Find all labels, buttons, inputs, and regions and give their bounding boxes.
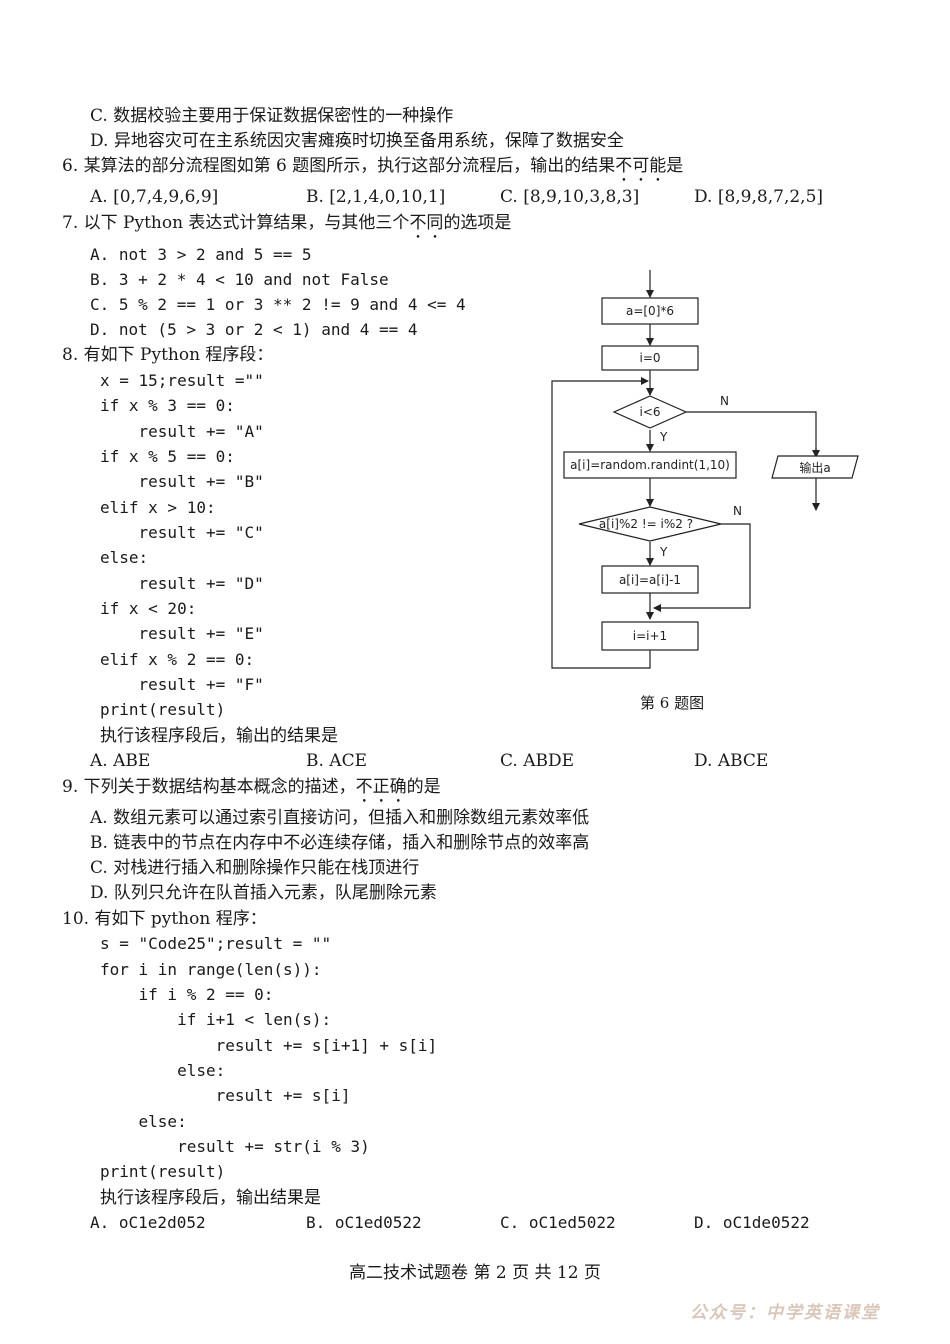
q10-code-line: s = "Code25";result = "" bbox=[100, 934, 332, 953]
q6-option-c: C. [8,9,10,3,8,3] bbox=[500, 187, 640, 207]
q6-stem: 6. 某算法的部分流程图如第 6 题图所示，执行这部分流程后，输出的结果不可能是 bbox=[62, 156, 684, 176]
q8-code-line: result += "F" bbox=[100, 675, 264, 694]
flow-rand-label: a[i]=random.randint(1,10) bbox=[570, 458, 730, 472]
flow-output-box bbox=[771, 455, 859, 479]
watermark: 公众号：中学英语课堂 bbox=[690, 1303, 880, 1323]
flow-i0-box bbox=[601, 345, 699, 371]
q6-option-a: A. [0,7,4,9,6,9] bbox=[90, 187, 219, 207]
q9-stem: 9. 下列关于数据结构基本概念的描述，不正确的是 bbox=[62, 777, 441, 797]
flow-cond1-diamond bbox=[612, 395, 688, 429]
q10-option-b: B. oC1ed0522 bbox=[306, 1213, 422, 1232]
flow-yes-label: Y bbox=[659, 545, 668, 559]
q9-option-d: D. 队列只允许在队首插入元素，队尾删除元素 bbox=[90, 883, 437, 903]
q10-code-line: if i % 2 == 0: bbox=[100, 985, 274, 1004]
figure-caption: 第 6 题图 bbox=[640, 694, 705, 712]
q8-code-line: result += "B" bbox=[100, 472, 264, 491]
q5-option-d: D. 异地容灾可在主系统因灾害瘫痪时切换至备用系统，保障了数据安全 bbox=[90, 131, 624, 151]
flow-init-box bbox=[601, 297, 699, 325]
q9-option-c: C. 对栈进行插入和删除操作只能在栈顶进行 bbox=[90, 858, 420, 878]
page-footer: 高二技术试题卷 第 2 页 共 12 页 bbox=[349, 1263, 601, 1283]
q8-code-line: print(result) bbox=[100, 700, 226, 719]
q10-code-line: for i in range(len(s)): bbox=[100, 960, 322, 979]
q10-code-line: result += s[i] bbox=[100, 1086, 351, 1105]
q6-flowchart: a=[0]*6 i=0 i<6 a[i]=random.randint(1,10… bbox=[551, 270, 859, 669]
q8-code-line: elif x % 2 == 0: bbox=[100, 650, 255, 669]
q7-option-a: A. not 3 > 2 and 5 == 5 bbox=[90, 245, 312, 264]
flow-inc-label: i=i+1 bbox=[633, 629, 667, 643]
flow-no-label: N bbox=[720, 394, 729, 408]
q10-code-line: result += str(i % 3) bbox=[100, 1137, 370, 1156]
flow-output-label: 输出a bbox=[799, 460, 830, 475]
q8-code-line: result += "D" bbox=[100, 574, 264, 593]
q9-option-a: A. 数组元素可以通过索引直接访问，但插入和删除数组元素效率低 bbox=[90, 808, 590, 828]
q10-code-line: else: bbox=[100, 1112, 187, 1131]
q8-option-a: A. ABE bbox=[90, 751, 151, 771]
q5-option-c: C. 数据校验主要用于保证数据保密性的一种操作 bbox=[90, 106, 454, 126]
q6-option-d: D. [8,9,8,7,2,5] bbox=[694, 187, 824, 207]
q8-code-line: x = 15;result ="" bbox=[100, 371, 264, 390]
q10-after: 执行该程序段后，输出结果是 bbox=[100, 1188, 321, 1208]
q10-code-line: else: bbox=[100, 1061, 226, 1080]
q8-code-line: if x % 3 == 0: bbox=[100, 396, 235, 415]
flow-cond2-label: a[i]%2 != i%2 ? bbox=[599, 517, 693, 531]
flow-dec-label: a[i]=a[i]-1 bbox=[619, 573, 681, 587]
q10-stem: 10. 有如下 python 程序： bbox=[62, 909, 267, 929]
q10-option-d: D. oC1de0522 bbox=[694, 1213, 810, 1232]
q8-code-line: result += "E" bbox=[100, 624, 264, 643]
q7-option-b: B. 3 + 2 * 4 < 10 and not False bbox=[90, 270, 389, 289]
q8-code-line: else: bbox=[100, 548, 149, 567]
q7-option-c: C. 5 % 2 == 1 or 3 ** 2 != 9 and 4 <= 4 bbox=[90, 295, 466, 314]
q8-stem: 8. 有如下 Python 程序段： bbox=[62, 345, 274, 365]
q7-option-d: D. not (5 > 3 or 2 < 1) and 4 == 4 bbox=[90, 320, 418, 339]
q8-code-line: result += "C" bbox=[100, 523, 264, 542]
flow-i0-label: i=0 bbox=[639, 351, 660, 365]
q8-code-line: if x < 20: bbox=[100, 599, 197, 618]
q10-code-line: result += s[i+1] + s[i] bbox=[100, 1036, 438, 1055]
q10-code-line: if i+1 < len(s): bbox=[100, 1010, 332, 1029]
q8-option-c: C. ABDE bbox=[500, 751, 575, 771]
q8-option-b: B. ACE bbox=[306, 751, 367, 771]
q8-code-line: if x % 5 == 0: bbox=[100, 447, 235, 466]
flow-no-label: N bbox=[733, 504, 742, 518]
flow-dec-box bbox=[601, 565, 699, 594]
flow-yes-label: Y bbox=[659, 430, 668, 444]
flow-cond1-label: i<6 bbox=[639, 405, 660, 419]
q8-option-d: D. ABCE bbox=[694, 751, 769, 771]
q6-option-b: B. [2,1,4,0,10,1] bbox=[306, 187, 446, 207]
q8-code-line: result += "A" bbox=[100, 422, 264, 441]
q9-option-b: B. 链表中的节点在内存中不必连续存储，插入和删除节点的效率高 bbox=[90, 833, 590, 853]
q10-option-c: C. oC1ed5022 bbox=[500, 1213, 616, 1232]
flow-cond2-diamond bbox=[578, 506, 722, 542]
q10-option-a: A. oC1e2d052 bbox=[90, 1213, 206, 1232]
q8-code-line: elif x > 10: bbox=[100, 498, 216, 517]
flow-init-label: a=[0]*6 bbox=[626, 304, 674, 318]
q7-stem: 7. 以下 Python 表达式计算结果，与其他三个不同的选项是 bbox=[62, 213, 512, 233]
q8-after: 执行该程序段后，输出的结果是 bbox=[100, 726, 338, 746]
flow-rand-box bbox=[563, 451, 737, 479]
flow-inc-box bbox=[601, 621, 699, 651]
q10-code-line: print(result) bbox=[100, 1162, 226, 1181]
